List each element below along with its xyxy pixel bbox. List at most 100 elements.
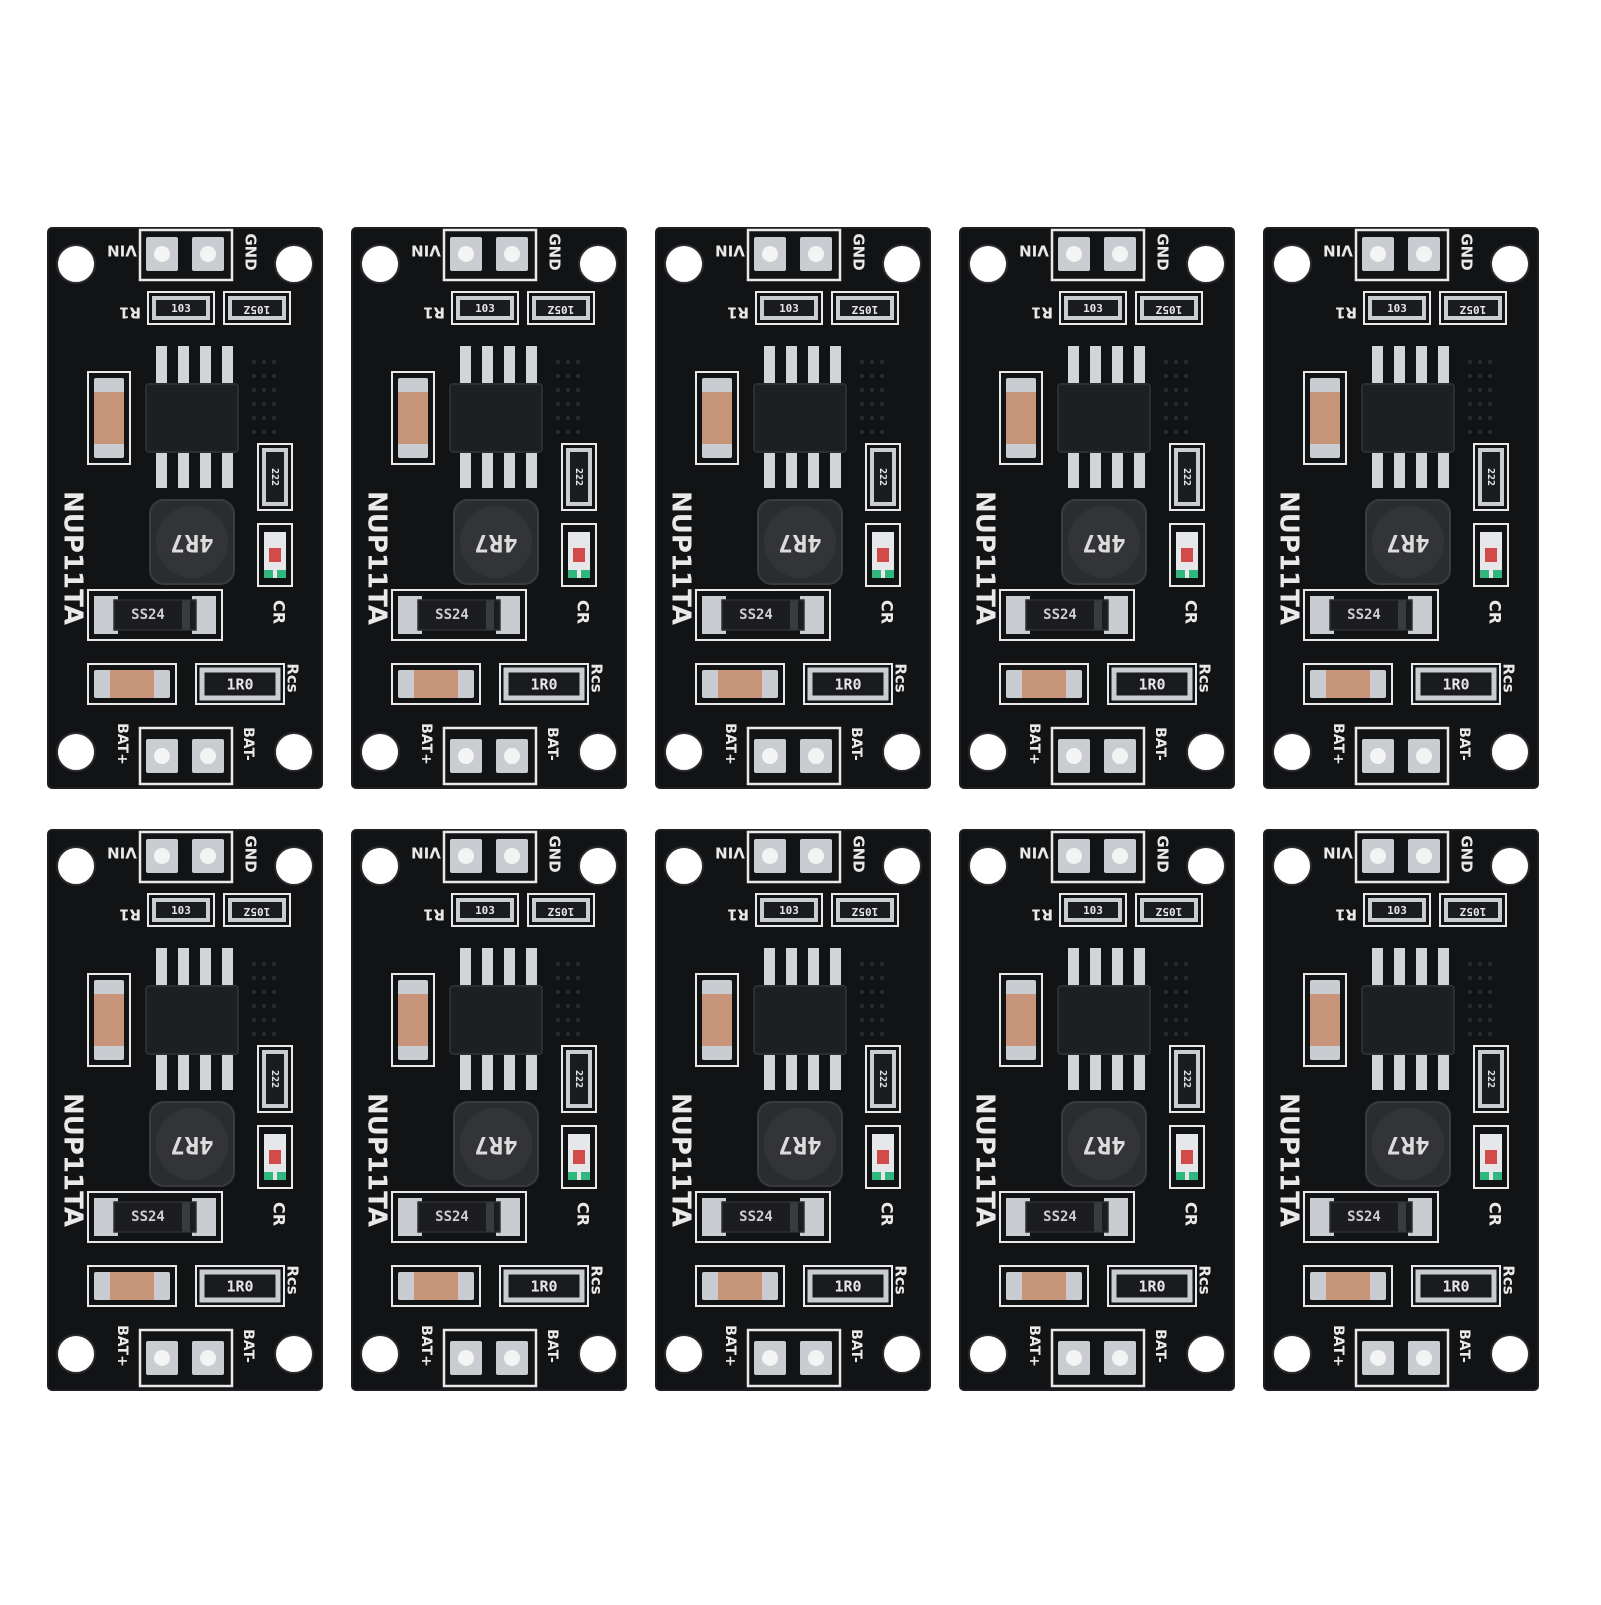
via [1183, 415, 1189, 421]
via [555, 429, 561, 435]
r1-label: R1 [1031, 304, 1053, 322]
ic-pin [786, 948, 797, 988]
via [555, 387, 561, 393]
via [1183, 989, 1189, 995]
r222-outline [561, 1045, 597, 1113]
diode-outline [391, 1191, 527, 1243]
pad-hole [1416, 246, 1432, 262]
r222-resistor [262, 1050, 288, 1108]
mounting-hole [578, 1334, 618, 1374]
via [1173, 429, 1179, 435]
via [261, 429, 267, 435]
r1-label: R1 [423, 906, 445, 924]
diode-code: SS24 [435, 1209, 469, 1225]
r1-code: 103 [779, 302, 799, 315]
via [575, 359, 581, 365]
ic-pin [460, 1050, 471, 1090]
via [565, 961, 571, 967]
r222-outline [257, 1045, 293, 1113]
via [1467, 1003, 1473, 1009]
ic-pin [1134, 948, 1145, 988]
pad-hole [808, 246, 824, 262]
r1-outline [755, 291, 823, 325]
via [565, 387, 571, 393]
via [1173, 359, 1179, 365]
ic-pin [1112, 948, 1123, 988]
bat-plus-label: BAT+ [1026, 1325, 1042, 1367]
ceramic-capacitor-2 [718, 670, 762, 698]
ceramic-capacitor [1006, 392, 1036, 444]
led-green-marker [885, 1172, 894, 1180]
vin-label: VIN [1323, 844, 1353, 862]
via [1183, 373, 1189, 379]
via [261, 415, 267, 421]
via [1477, 1003, 1483, 1009]
via [1467, 975, 1473, 981]
ic-pin [504, 346, 515, 386]
via [575, 1003, 581, 1009]
via [869, 387, 875, 393]
rcs-outline [1411, 1265, 1501, 1307]
via [251, 359, 257, 365]
mounting-hole [1186, 1334, 1226, 1374]
rcs-outline [195, 1265, 285, 1307]
ic-pin [808, 1050, 819, 1090]
via [575, 1017, 581, 1023]
r222-code: 222 [1485, 468, 1496, 486]
via [859, 1003, 865, 1009]
mounting-hole [274, 732, 314, 772]
bat-minus-label: BAT- [1152, 1329, 1168, 1363]
pad-hole [808, 1350, 824, 1366]
led-outline [561, 523, 597, 587]
ic-pin [178, 948, 189, 988]
pad-hole [762, 1350, 778, 1366]
gnd-label: GND [1458, 233, 1476, 270]
via [879, 1017, 885, 1023]
rcs-code: 1R0 [226, 1278, 253, 1296]
via [869, 989, 875, 995]
via [575, 401, 581, 407]
pad-hole [1112, 246, 1128, 262]
r1-code: 103 [1387, 904, 1407, 917]
via [261, 373, 267, 379]
mounting-hole [1272, 1334, 1312, 1374]
ic-pin [526, 1050, 537, 1090]
led-outline [257, 1125, 293, 1189]
ic-pin [764, 346, 775, 386]
inductor-code: 4R7 [1386, 1131, 1429, 1159]
via [1487, 989, 1493, 995]
vin-label: VIN [411, 242, 441, 260]
mounting-hole [882, 846, 922, 886]
rcs-code: 1R0 [1442, 676, 1469, 694]
rcs-label: Rcs [588, 663, 606, 692]
ic-pin [1416, 448, 1427, 488]
r1-resistor [1368, 296, 1426, 320]
ic-pin [526, 346, 537, 386]
led-outline [1169, 1125, 1205, 1189]
r2-outline [1135, 291, 1203, 325]
via [1163, 387, 1169, 393]
cap2-outline [695, 1265, 785, 1307]
diode-code: SS24 [739, 607, 773, 623]
bat-plus-label: BAT+ [1330, 723, 1346, 765]
via [1183, 401, 1189, 407]
via [271, 429, 277, 435]
ic-pin [1068, 346, 1079, 386]
via [879, 359, 885, 365]
via [1163, 415, 1169, 421]
ic-pin [1068, 948, 1079, 988]
via [859, 961, 865, 967]
ic-pin [1416, 948, 1427, 988]
r222-resistor [870, 1050, 896, 1108]
via [1477, 387, 1483, 393]
via [1163, 975, 1169, 981]
cap2-outline [695, 663, 785, 705]
mounting-hole [968, 244, 1008, 284]
input-header-outline [138, 228, 234, 282]
ic-pin [1112, 1050, 1123, 1090]
controller-ic [145, 383, 239, 453]
via [565, 1031, 571, 1037]
